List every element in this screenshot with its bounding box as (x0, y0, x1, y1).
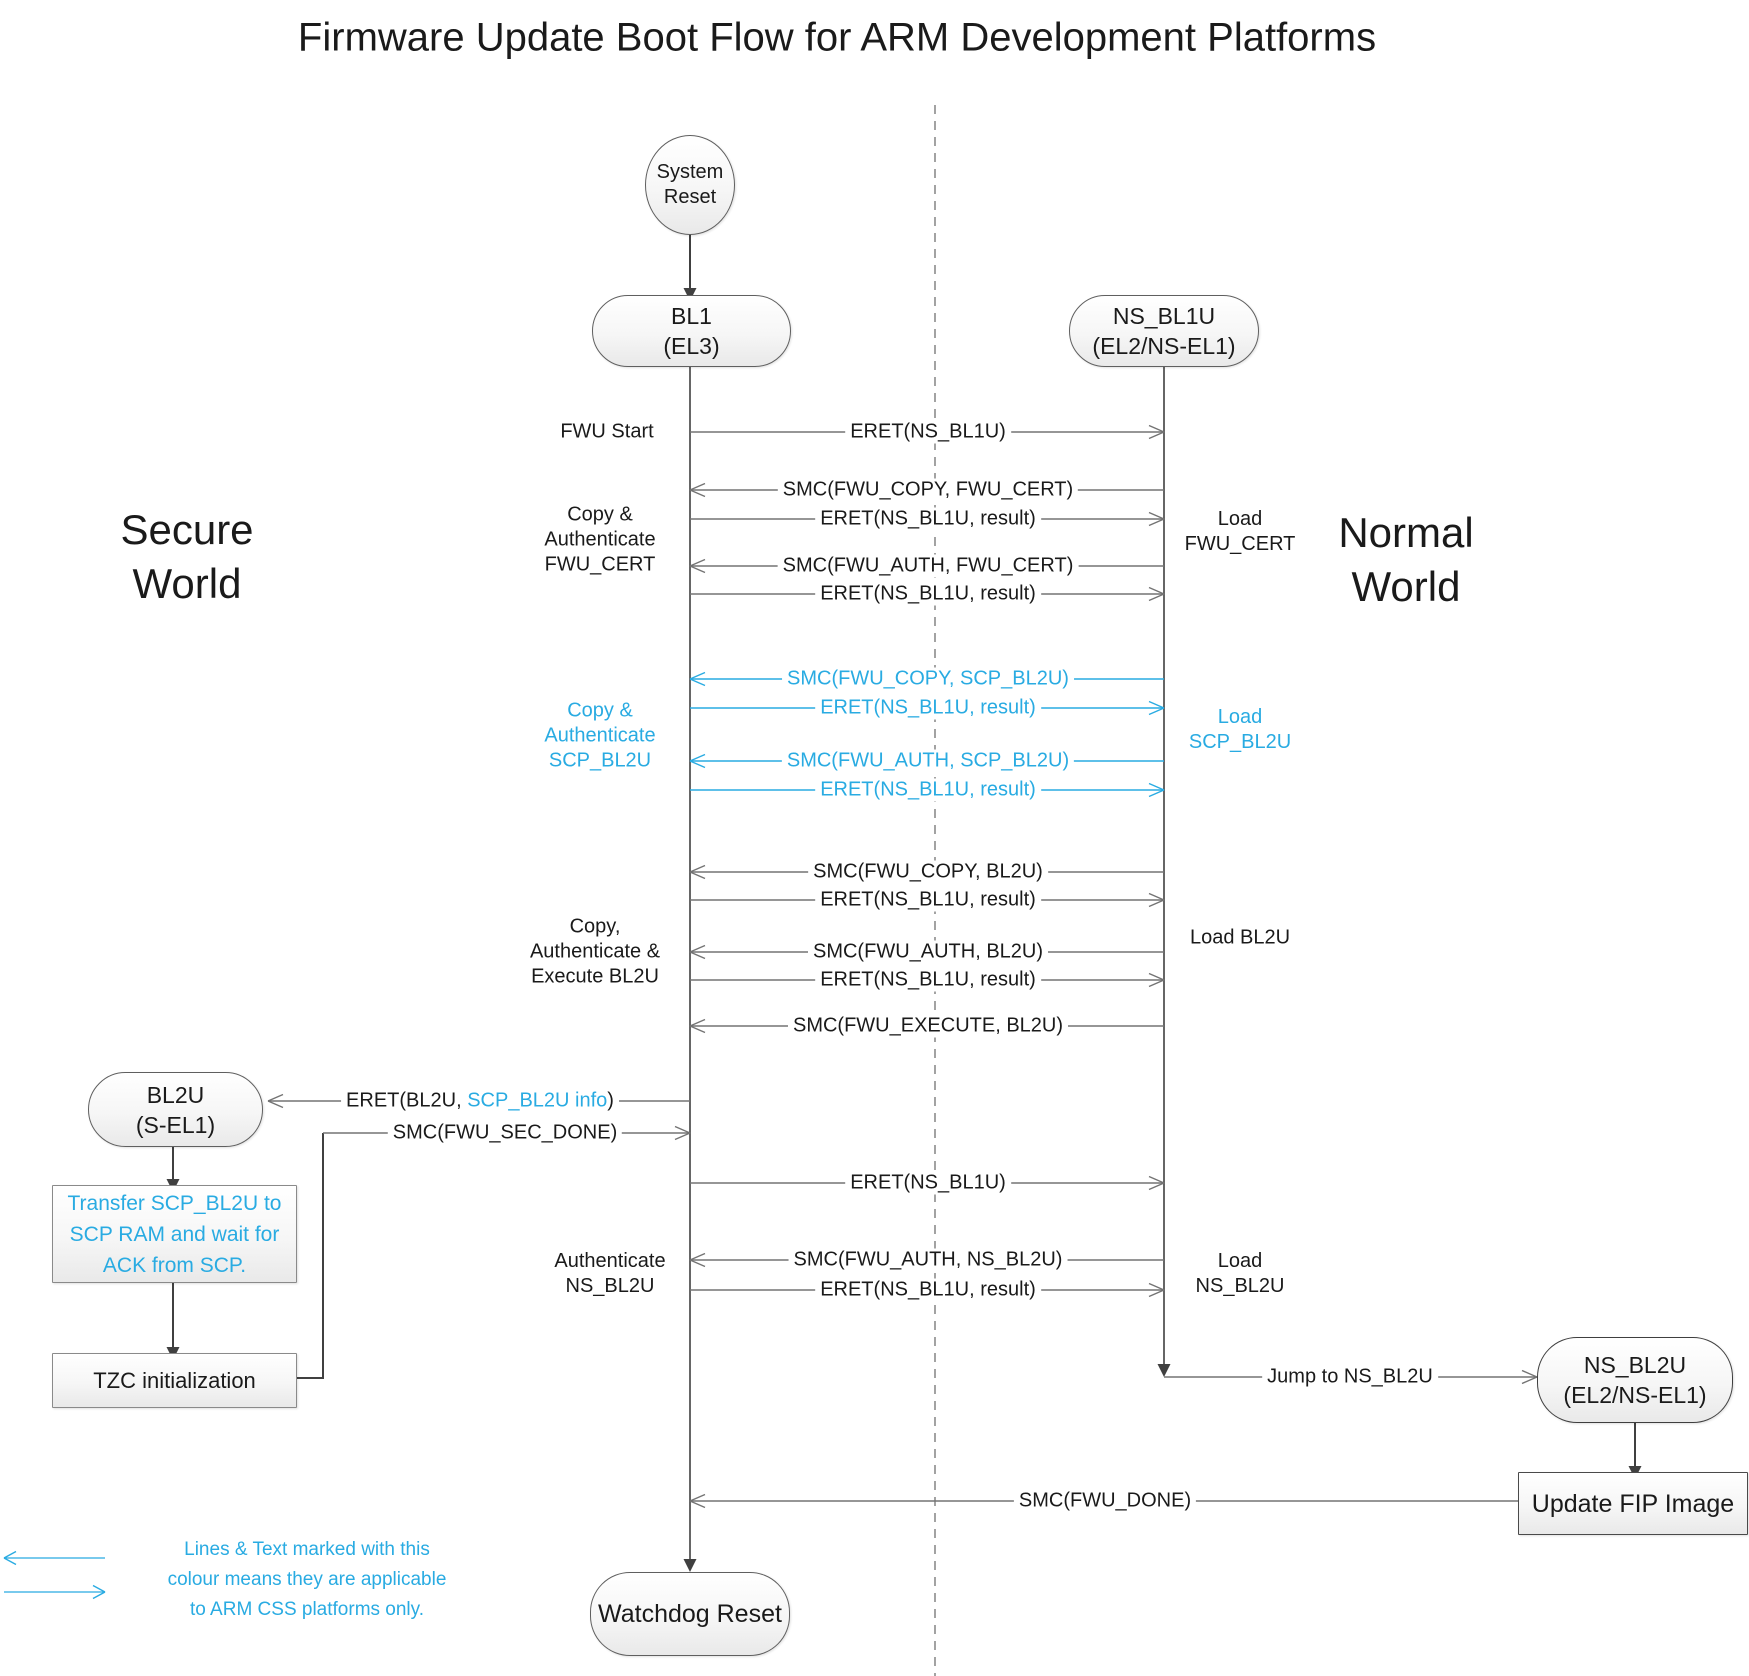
legend-note: Lines & Text marked with this colour mea… (167, 1539, 447, 1620)
ns-bl2u-node: NS_BL2U (EL2/NS-EL1) (1537, 1337, 1733, 1423)
message-label: SMC(FWU_DONE) (1013, 1489, 1197, 1513)
tzc-initialization-box: TZC initialization (52, 1353, 297, 1408)
normal-world-label: Normal World (1338, 509, 1474, 610)
message-label: SMC(FWU_AUTH, SCP_BL2U) (781, 749, 1075, 773)
step-label: Copy & Authenticate SCP_BL2U (542, 698, 658, 774)
step-label: FWU Start (558, 419, 656, 445)
message-label: SMC(FWU_SEC_DONE) (387, 1121, 623, 1145)
message-label: ERET(NS_BL1U) (845, 1171, 1011, 1195)
message-label-part: SCP_BL2U info (467, 1089, 608, 1112)
page-title: Firmware Update Boot Flow for ARM Develo… (297, 15, 1377, 60)
tzc-return-connector (297, 1133, 324, 1379)
message-label-part: ERET(BL2U, (346, 1089, 468, 1112)
message-label: ERET(NS_BL1U, result) (815, 696, 1041, 720)
bl2u-node: BL2U (S-EL1) (88, 1072, 263, 1147)
message-label: SMC(FWU_AUTH, NS_BL2U) (788, 1248, 1068, 1272)
step-label: Copy & Authenticate FWU_CERT (542, 502, 658, 578)
message-label-part: ) (607, 1089, 614, 1112)
bl1-node: BL1 (EL3) (592, 295, 791, 367)
system-reset-node: System Reset (645, 135, 735, 235)
watchdog-reset-node: Watchdog Reset (590, 1572, 790, 1656)
message-label: SMC(FWU_COPY, FWU_CERT) (777, 478, 1079, 502)
message-label: Jump to NS_BL2U (1262, 1365, 1438, 1389)
message-label: SMC(FWU_AUTH, FWU_CERT) (777, 554, 1079, 578)
message-label: ERET(NS_BL1U, result) (815, 582, 1041, 606)
secure-world-label: Secure World (120, 506, 254, 607)
step-label: Authenticate NS_BL2U (552, 1249, 668, 1299)
message-label: ERET(NS_BL1U, result) (815, 507, 1041, 531)
message-label: ERET(NS_BL1U) (845, 420, 1011, 444)
message-label: SMC(FWU_AUTH, BL2U) (807, 940, 1049, 964)
message-label: ERET(NS_BL1U, result) (815, 1278, 1041, 1302)
ns-bl1u-node: NS_BL1U (EL2/NS-EL1) (1069, 295, 1259, 367)
message-label: ERET(NS_BL1U, result) (815, 888, 1041, 912)
message-label: SMC(FWU_EXECUTE, BL2U) (787, 1014, 1069, 1038)
update-fip-image-box: Update FIP Image (1518, 1472, 1748, 1535)
message-label: ERET(NS_BL1U, result) (815, 968, 1041, 992)
message-label: SMC(FWU_COPY, SCP_BL2U) (782, 667, 1074, 691)
step-label: Load SCP_BL2U (1186, 705, 1294, 755)
message-label: ERET(NS_BL1U, result) (815, 778, 1041, 802)
step-label: Load BL2U (1187, 925, 1293, 951)
transfer-scp-bl2u-box: Transfer SCP_BL2U to SCP RAM and wait fo… (52, 1185, 297, 1283)
message-label: SMC(FWU_COPY, BL2U) (808, 860, 1048, 884)
step-label: Load NS_BL2U (1193, 1249, 1287, 1299)
step-label: Copy, Authenticate & Execute BL2U (527, 914, 663, 990)
message-label: ERET(BL2U, SCP_BL2U info) (341, 1089, 619, 1113)
step-label: Load FWU_CERT (1182, 507, 1298, 557)
